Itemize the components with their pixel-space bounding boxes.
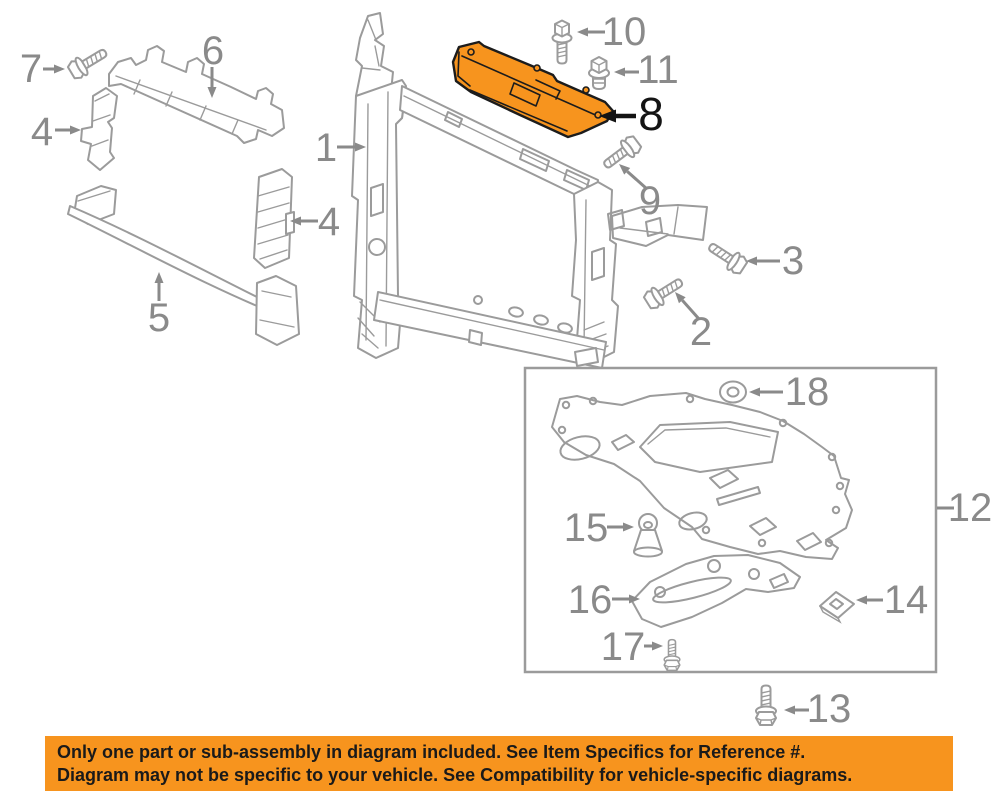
callout-number-2: 2 <box>690 310 712 354</box>
subdiagram-box-12 <box>523 366 938 674</box>
callout-18: 18 <box>749 370 829 414</box>
callout-15: 15 <box>564 506 634 550</box>
callout-number-15: 15 <box>564 506 609 550</box>
part-drawing-under-cover-front-16 <box>631 554 801 628</box>
callout-17: 17 <box>601 625 663 669</box>
part-drawing-clip-nut-14 <box>819 591 855 624</box>
part-drawing-air-guard-side-right-4 <box>253 168 295 269</box>
callout-number-4-left: 4 <box>31 110 53 154</box>
callout-1: 1 <box>315 126 366 170</box>
callout-number-1: 1 <box>315 126 337 170</box>
callout-8: 8 <box>599 88 664 140</box>
callout-number-10: 10 <box>602 10 647 54</box>
callout-number-7: 7 <box>20 47 42 91</box>
callout-number-13: 13 <box>807 687 852 731</box>
disclaimer-line-2: Diagram may not be specific to your vehi… <box>57 765 853 785</box>
callout-9: 9 <box>619 164 661 223</box>
callout-10: 10 <box>577 10 646 54</box>
part-drawing-clip-15 <box>633 513 663 558</box>
callout-number-12: 12 <box>948 486 993 530</box>
disclaimer-banner: Only one part or sub-assembly in diagram… <box>45 736 953 791</box>
callout-5: 5 <box>148 272 170 340</box>
callout-number-14: 14 <box>884 578 929 622</box>
callout-11: 11 <box>614 48 679 92</box>
callout-6: 6 <box>202 29 224 98</box>
part-drawing-bolt-3 <box>703 236 750 278</box>
part-drawing-bracket-left-4 <box>80 87 118 171</box>
callout-number-17: 17 <box>601 625 646 669</box>
part-drawing-bolt-13 <box>755 684 777 726</box>
callout-4-left: 4 <box>31 110 81 154</box>
callout-number-11: 11 <box>637 48 679 92</box>
callout-number-6: 6 <box>202 29 224 73</box>
callout-number-8: 8 <box>638 88 664 140</box>
callout-3: 3 <box>746 239 804 283</box>
part-drawing-bolt-17 <box>663 638 681 672</box>
part-drawing-air-guard-upper-6 <box>108 45 285 144</box>
callout-number-9: 9 <box>639 179 661 223</box>
callout-number-3: 3 <box>782 239 804 283</box>
part-drawing-bolt-7 <box>65 42 112 83</box>
callout-12: 12 <box>937 486 992 530</box>
part-drawing-air-guard-lower-5 <box>67 185 300 346</box>
callout-number-4-right: 4 <box>318 200 340 244</box>
callout-13: 13 <box>784 687 851 731</box>
part-drawing-bolt-10 <box>551 19 573 65</box>
callout-16: 16 <box>568 578 640 622</box>
callout-number-5: 5 <box>148 296 170 340</box>
part-drawing-bolt-11 <box>588 56 610 90</box>
part-drawing-under-cover-12 <box>551 392 853 560</box>
callout-7: 7 <box>20 47 65 91</box>
part-drawing-grommet-18 <box>719 380 747 404</box>
part-drawing-bolt-2 <box>641 272 688 313</box>
callout-2: 2 <box>675 292 712 354</box>
callout-number-18: 18 <box>785 370 830 414</box>
part-drawing-radiator-support-1 <box>351 12 708 369</box>
callout-4-right: 4 <box>290 200 340 244</box>
disclaimer-line-1: Only one part or sub-assembly in diagram… <box>57 742 806 762</box>
callout-14: 14 <box>856 578 928 622</box>
callout-number-16: 16 <box>568 578 613 622</box>
